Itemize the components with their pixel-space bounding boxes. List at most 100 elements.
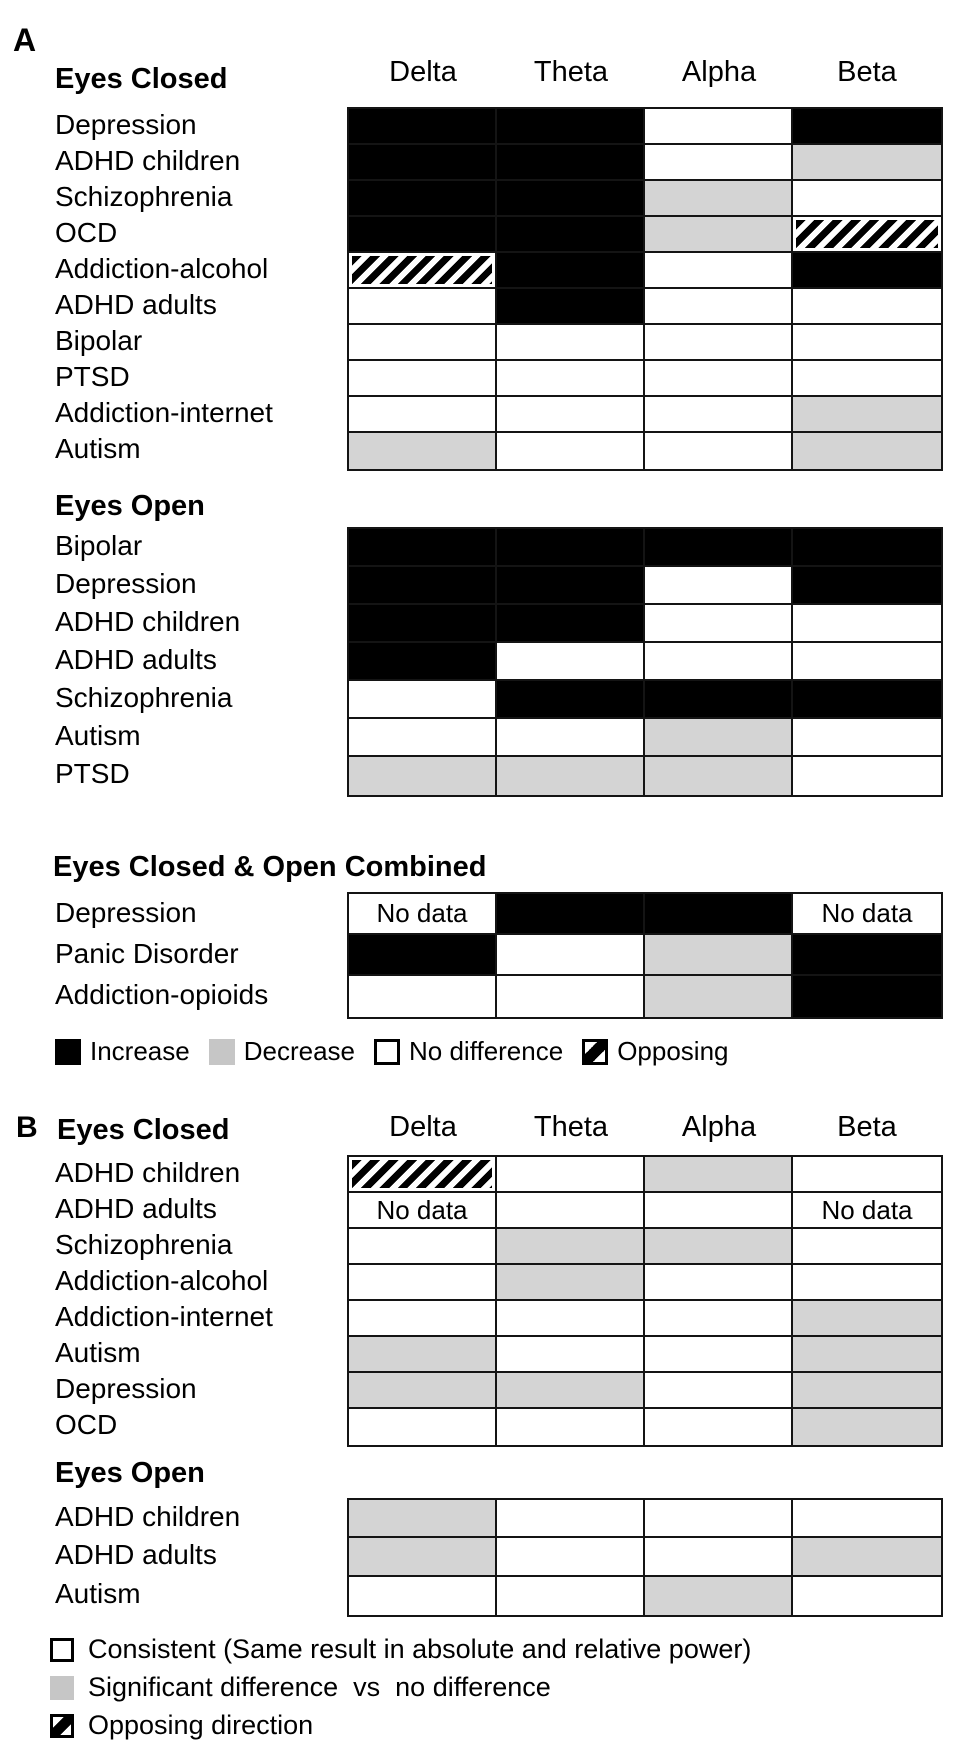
cell-white: [349, 1265, 497, 1301]
row-label: Schizophrenia: [55, 181, 233, 212]
heatmap-grid: No data No data: [347, 892, 943, 1019]
cell-white: [793, 181, 941, 217]
table-row: [349, 289, 941, 325]
legend-label: Opposing: [617, 1036, 729, 1066]
legend-item: Increase: [55, 1036, 190, 1067]
cell-white: [793, 1500, 941, 1539]
cell-white: [645, 289, 793, 325]
cell-white: [497, 1301, 645, 1337]
table-row: [349, 181, 941, 217]
cell-gray: [497, 757, 645, 795]
column-header-beta: Beta: [837, 1111, 897, 1143]
cell-white: [645, 1193, 793, 1229]
cell-gray: [497, 1373, 645, 1409]
column-header-beta: Beta: [837, 56, 897, 88]
cell-hatch: [793, 217, 941, 253]
cell-white: [793, 325, 941, 361]
legend-label: Opposing direction: [88, 1710, 314, 1740]
cell-black: [645, 894, 793, 935]
cell-white: [645, 325, 793, 361]
row-label: Depression: [55, 568, 197, 599]
cell-white: [349, 1409, 497, 1445]
cell-white: [793, 1229, 941, 1265]
row-label: ADHD adults: [55, 644, 217, 675]
cell-white: [645, 433, 793, 469]
hatch-pattern: [352, 1160, 492, 1188]
cell-white: [497, 976, 645, 1017]
row-label: ADHD children: [55, 606, 241, 637]
legend-item: Opposing direction: [50, 1710, 751, 1741]
row-label: ADHD children: [55, 1501, 241, 1533]
cell-white: [497, 1576, 645, 1615]
row-label: Autism: [55, 433, 141, 464]
legend-swatch-white-icon: [50, 1637, 74, 1662]
table-row: [349, 935, 941, 976]
row-label: Addiction-opioids: [55, 978, 269, 1010]
cell-gray: [349, 1538, 497, 1577]
cell-black: [793, 109, 941, 145]
table-row: [349, 681, 941, 719]
row-label: Schizophrenia: [55, 1229, 233, 1260]
table-row: [349, 1265, 941, 1301]
cell-white: [349, 361, 497, 397]
cell-black: [349, 109, 497, 145]
column-header-alpha: Alpha: [681, 56, 757, 88]
cell-white: [349, 397, 497, 433]
cell-white: [497, 433, 645, 469]
cell-white: [645, 643, 793, 681]
table-row: [349, 643, 941, 681]
table-row: [349, 976, 941, 1017]
column-header-theta: Theta: [533, 1111, 609, 1143]
row-label: OCD: [55, 217, 118, 248]
cell-white: [497, 325, 645, 361]
row-label: Autism: [55, 1337, 141, 1368]
no-data-label: No data: [821, 898, 913, 928]
cell-gray: [349, 757, 497, 795]
cell-white: [497, 719, 645, 757]
panel-letter-A: A: [13, 22, 37, 58]
table-row: [349, 433, 941, 469]
cell-white: [793, 289, 941, 325]
row-label: ADHD adults: [55, 1193, 217, 1224]
table-row: [349, 1229, 941, 1265]
table-row: [349, 719, 941, 757]
cell-white: [645, 361, 793, 397]
cell-white: [497, 935, 645, 976]
row-label: Addiction-alcohol: [55, 1265, 269, 1296]
table-row: [349, 109, 941, 145]
cell-gray: [645, 217, 793, 253]
cell-white: [349, 1229, 497, 1265]
cell-white: [497, 1337, 645, 1373]
table-row: [349, 1409, 941, 1445]
legend-label: Increase: [90, 1036, 190, 1066]
cell-white: [349, 1301, 497, 1337]
cell-gray: [645, 757, 793, 795]
cell-black: [497, 253, 645, 289]
cell-gray: [349, 1337, 497, 1373]
legend-swatch-white-icon: [374, 1038, 401, 1065]
row-label: Schizophrenia: [55, 682, 233, 713]
cell-black: [349, 605, 497, 643]
cell-nodata: No data: [793, 894, 941, 935]
hatch-pattern: [352, 256, 492, 284]
cell-hatch: [349, 253, 497, 289]
cell-black: [497, 145, 645, 181]
column-header-theta: Theta: [533, 56, 609, 88]
cell-black: [793, 567, 941, 605]
section-title: Eyes Closed & Open Combined: [53, 851, 487, 883]
legend-label: Decrease: [243, 1036, 356, 1066]
cell-black: [497, 605, 645, 643]
cell-gray: [349, 1373, 497, 1409]
table-row: [349, 757, 941, 795]
cell-white: [793, 361, 941, 397]
cell-gray: [793, 1301, 941, 1337]
cell-white: [497, 1157, 645, 1193]
cell-nodata: No data: [349, 894, 497, 935]
cell-gray: [793, 1538, 941, 1577]
cell-black: [349, 567, 497, 605]
panel-letter-B: B: [16, 1111, 38, 1144]
cell-hatch: [349, 1157, 497, 1193]
row-label: Autism: [55, 720, 141, 751]
